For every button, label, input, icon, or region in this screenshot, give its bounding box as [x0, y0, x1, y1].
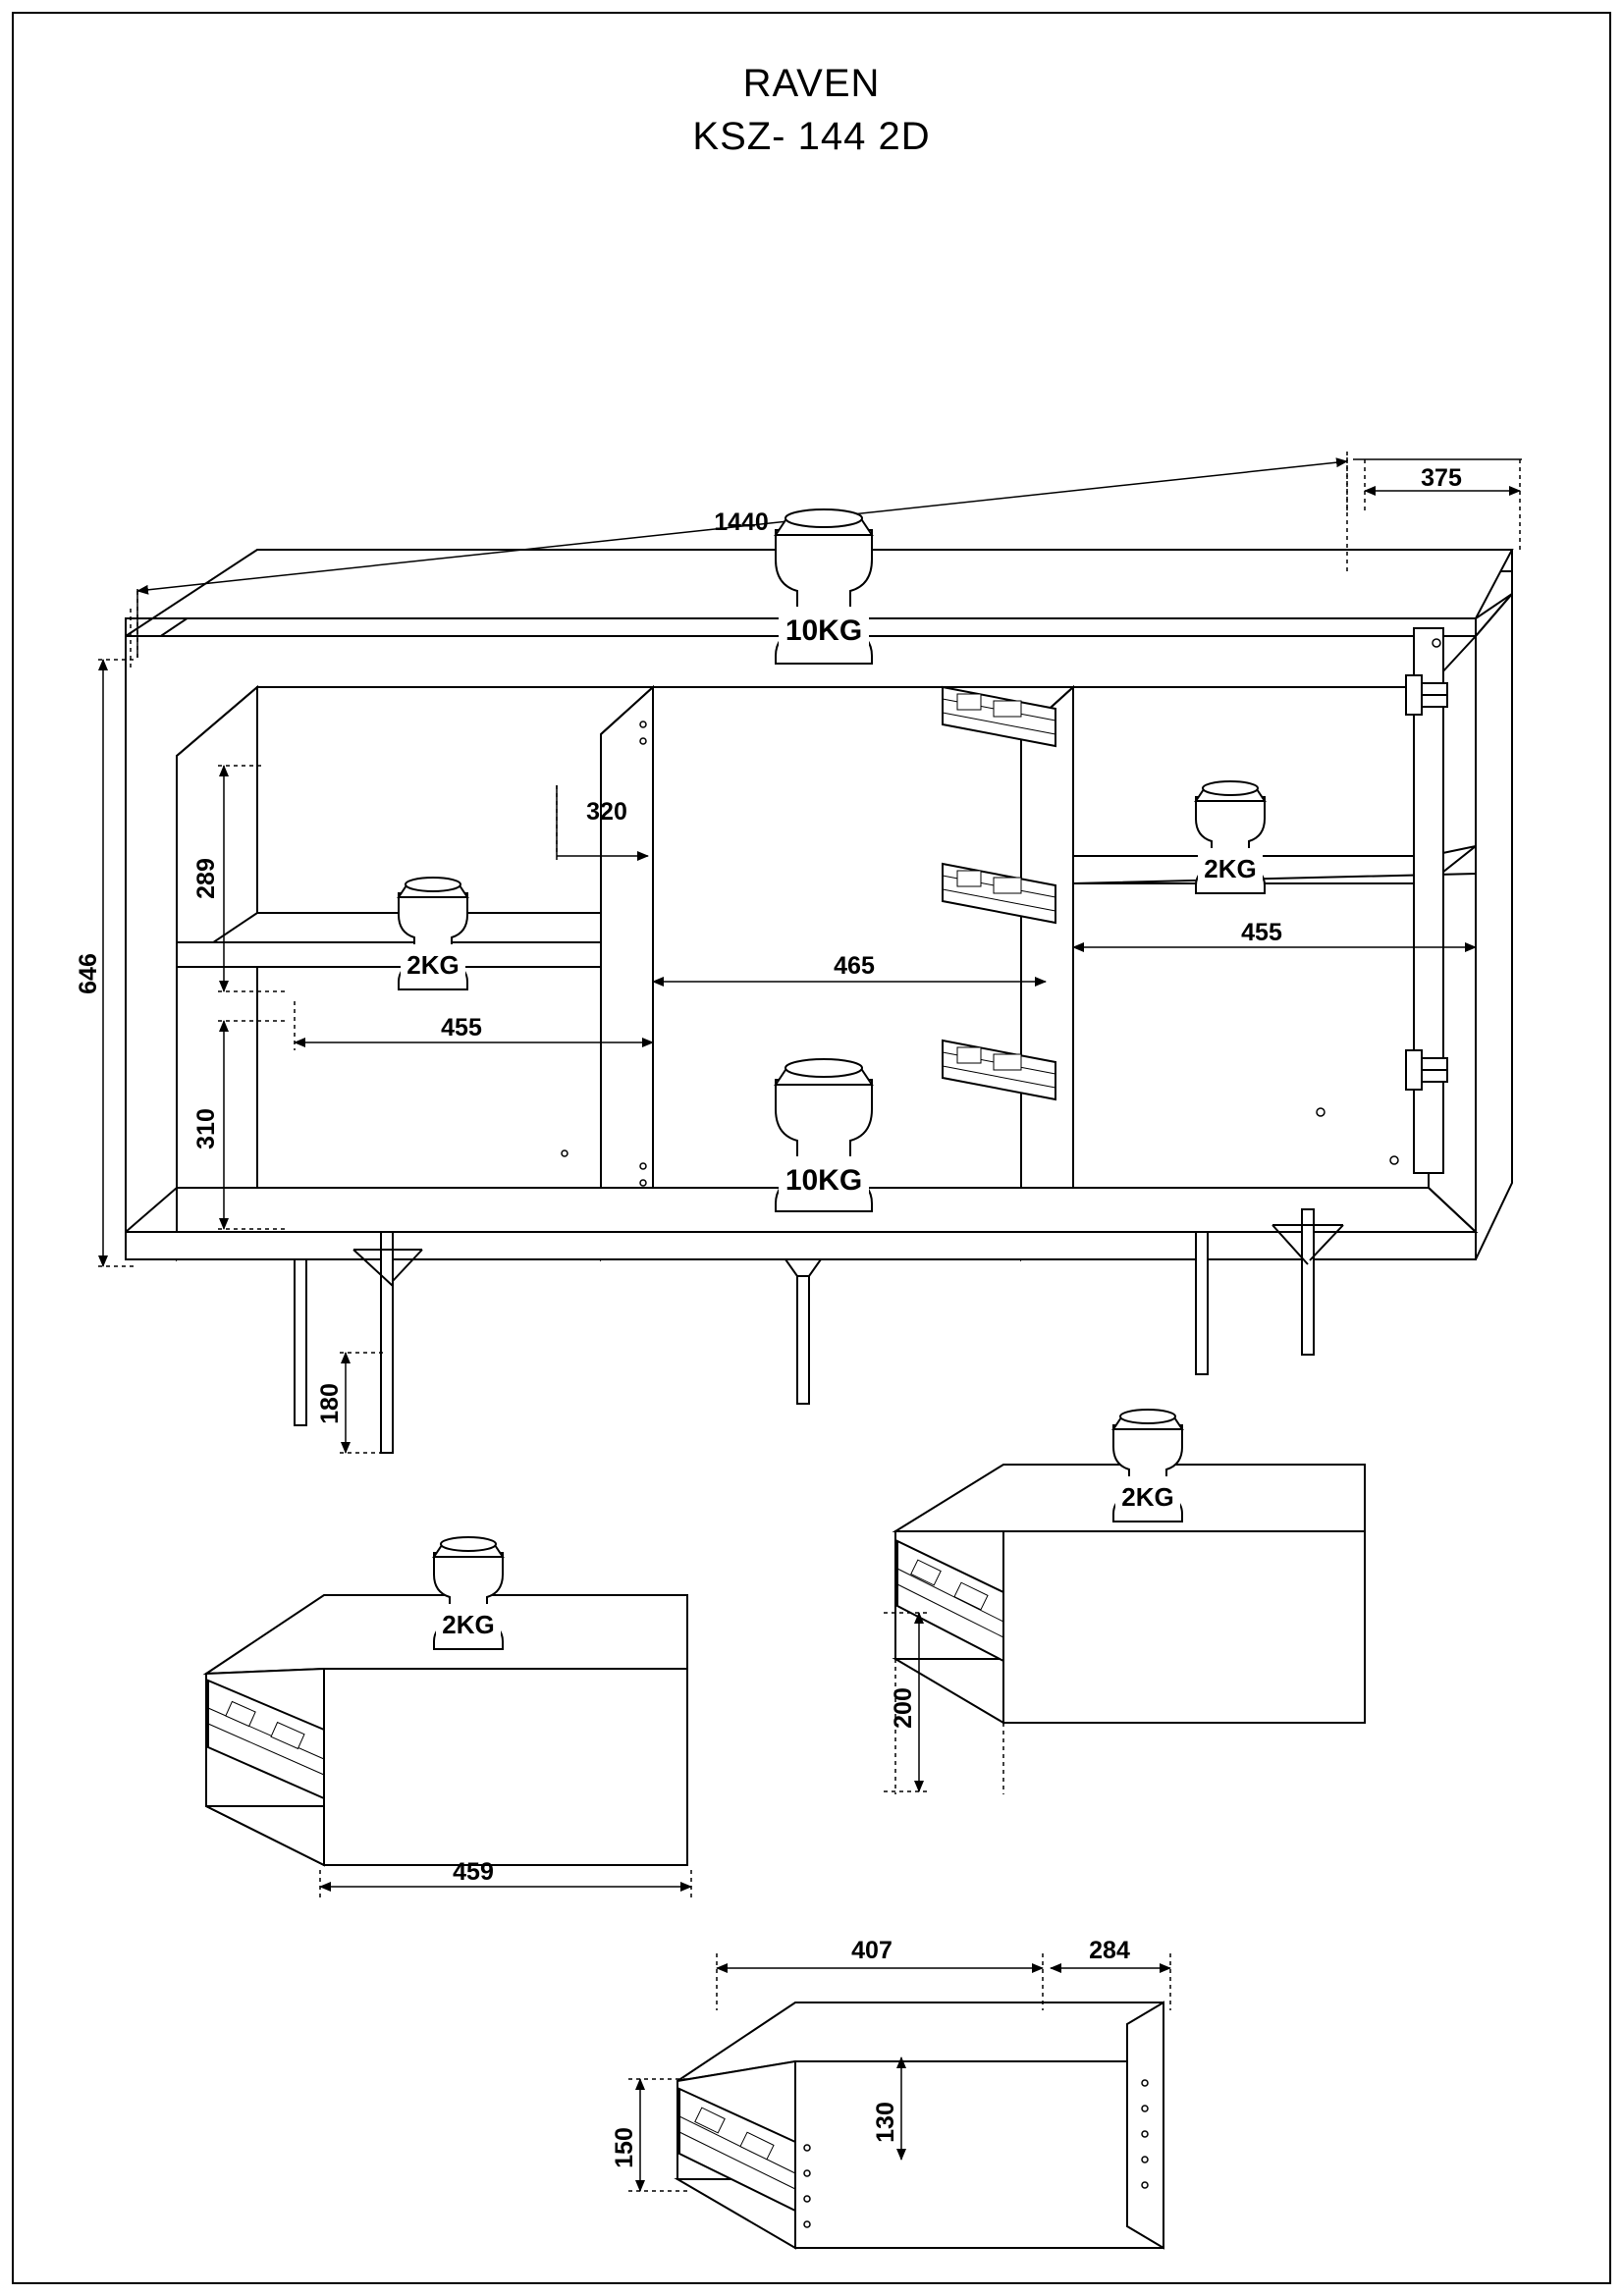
cabinet-body: [125, 549, 1514, 1454]
dim-310: 310: [192, 1108, 220, 1149]
sheet-border: [12, 12, 1611, 2284]
drawer-runner: [942, 862, 1056, 925]
load-weight-right-shelf: 2KG: [1194, 780, 1267, 894]
drawer-runner: [942, 685, 1056, 748]
weight-label-drawer-left: 2KG: [442, 1610, 494, 1639]
legs: [294, 1208, 1344, 1454]
drawer-runner: [942, 1039, 1056, 1101]
load-weight-drawer-left: 2KG: [432, 1536, 505, 1650]
load-weight-top: 10KG: [774, 508, 874, 665]
weight-label-left-shelf: 2KG: [406, 950, 459, 980]
dim-130: 130: [872, 2102, 899, 2143]
dim-180: 180: [316, 1383, 344, 1424]
dim-407: 407: [851, 1937, 893, 1964]
weight-label-bottom: 10KG: [785, 1164, 862, 1197]
dim-455b: 455: [1241, 919, 1282, 946]
weight-label-top: 10KG: [785, 614, 862, 647]
drawing-title: RAVEN KSZ- 144 2D: [0, 57, 1623, 163]
dim-320: 320: [586, 798, 627, 826]
weight-label-drawer-right: 2KG: [1121, 1482, 1173, 1512]
load-weight-drawer-right: 2KG: [1111, 1409, 1184, 1522]
dim-375: 375: [1421, 464, 1462, 492]
drawer-view-large-left: [202, 1594, 688, 1867]
dim-200: 200: [890, 1687, 917, 1729]
dimension-lines-main: [98, 452, 1522, 1454]
load-weight-bottom: 10KG: [774, 1058, 874, 1212]
dim-284: 284: [1089, 1937, 1130, 1964]
dim-150: 150: [611, 2127, 638, 2168]
dim-1440: 1440: [714, 508, 769, 536]
dim-455a: 455: [441, 1014, 482, 1041]
dim-289: 289: [192, 858, 220, 899]
dim-465: 465: [834, 952, 875, 980]
product-name: RAVEN: [742, 62, 881, 105]
weight-label-right-shelf: 2KG: [1204, 854, 1256, 883]
product-model: KSZ- 144 2D: [692, 115, 931, 158]
dim-459: 459: [453, 1858, 494, 1886]
load-weight-left-shelf: 2KG: [397, 877, 469, 990]
dim-646: 646: [75, 953, 102, 994]
drawer-view-small: [674, 2001, 1164, 2250]
